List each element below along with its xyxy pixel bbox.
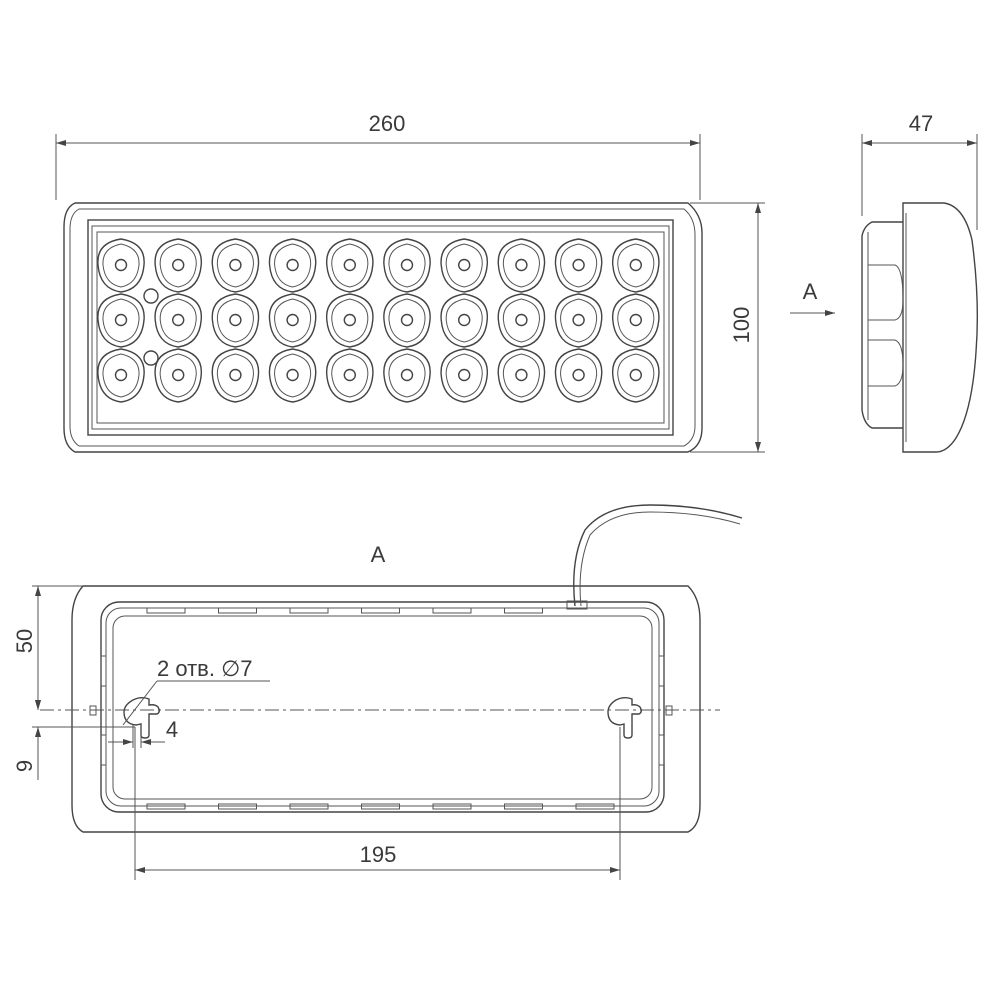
led-lens xyxy=(154,293,202,348)
vent-slot xyxy=(504,803,543,810)
led-lens xyxy=(154,238,202,293)
led-lens xyxy=(268,348,317,403)
led-lens xyxy=(612,293,660,348)
led-lens xyxy=(211,293,260,348)
dimension-hole-spacing: 195 xyxy=(134,727,621,880)
length-label: 260 xyxy=(369,111,406,136)
vent-slot xyxy=(146,803,186,810)
led-lens xyxy=(383,348,431,403)
vent-slot xyxy=(218,803,257,810)
dimension-slot-offset: 4 xyxy=(108,717,178,748)
hole-spacing-label: 195 xyxy=(360,842,397,867)
vent-slot xyxy=(100,655,107,687)
led-lens xyxy=(554,348,603,403)
hole-offset-label: 9 xyxy=(12,760,37,772)
vent-slot xyxy=(289,607,329,614)
vent-slot xyxy=(100,734,107,766)
led-grid xyxy=(97,238,660,403)
height-label: 100 xyxy=(729,307,754,344)
vent-slot xyxy=(361,803,400,810)
view-title: A xyxy=(371,542,386,567)
led-lens xyxy=(154,348,202,403)
dimension-height: 100 xyxy=(690,202,765,453)
vent-slot xyxy=(361,607,400,614)
led-lens xyxy=(326,348,374,403)
led-lens xyxy=(97,348,145,403)
led-lens xyxy=(383,293,431,348)
vent-slot xyxy=(432,803,472,810)
led-lens xyxy=(383,238,431,293)
vent-slot xyxy=(146,607,186,614)
dimension-length: 260 xyxy=(55,111,701,200)
dimension-mount-top: 50 xyxy=(12,585,83,710)
led-lens xyxy=(497,238,546,293)
led-lens xyxy=(326,238,374,293)
vent-slot xyxy=(289,803,329,810)
led-lens xyxy=(612,238,660,293)
led-lens xyxy=(268,238,317,293)
led-lens xyxy=(440,238,488,293)
led-lens xyxy=(554,238,603,293)
side-view xyxy=(861,202,979,453)
depth-label: 47 xyxy=(909,111,933,136)
led-lens xyxy=(97,293,145,348)
slot-offset-label: 4 xyxy=(166,717,178,742)
vent-slot xyxy=(504,607,543,614)
view-arrow: A xyxy=(790,279,835,316)
vent-slot xyxy=(658,655,665,687)
led-lens xyxy=(497,348,546,403)
led-lens xyxy=(554,293,603,348)
mount-top-label: 50 xyxy=(12,629,37,653)
front-view xyxy=(63,202,703,453)
led-lens xyxy=(497,293,546,348)
holes-note-label: 2 отв. ∅7 xyxy=(157,656,253,681)
led-lens xyxy=(440,293,488,348)
holes-note: 2 отв. ∅7 xyxy=(122,656,270,726)
led-lens xyxy=(612,348,660,403)
led-lens xyxy=(268,293,317,348)
led-lens xyxy=(326,293,374,348)
dimension-depth: 47 xyxy=(861,111,978,230)
vent-slot xyxy=(432,607,472,614)
view-arrow-label: A xyxy=(803,279,818,304)
led-lens xyxy=(211,348,260,403)
led-lens xyxy=(97,238,145,293)
vent-slot xyxy=(218,607,257,614)
led-lens xyxy=(211,238,260,293)
dimension-hole-offset: 9 xyxy=(12,690,135,780)
vent-slot xyxy=(575,803,615,810)
vent-slots xyxy=(100,607,665,810)
led-lens xyxy=(440,348,488,403)
vent-slot xyxy=(658,734,665,766)
rear-view xyxy=(40,504,743,833)
